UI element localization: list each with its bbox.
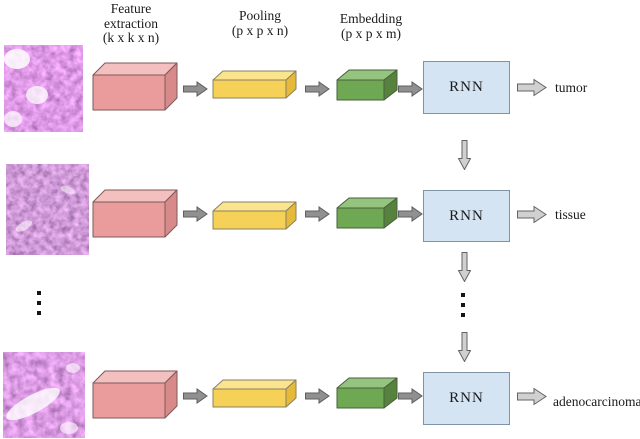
rnn-box: RNN bbox=[423, 372, 510, 425]
arrow-right-icon bbox=[305, 206, 330, 222]
arrow-right-icon bbox=[183, 388, 208, 404]
output-word: adenocarcinoma bbox=[553, 394, 640, 409]
embedding-box bbox=[336, 69, 398, 101]
pooling-header-line1: Pooling bbox=[238, 8, 281, 23]
feature-extraction-box bbox=[92, 370, 178, 419]
ellipsis-dot bbox=[461, 313, 465, 317]
feature-extraction-header: Feature extraction (k x k x n) bbox=[71, 1, 191, 46]
vertical-ellipsis bbox=[37, 291, 41, 315]
output-word: tissue bbox=[555, 207, 586, 222]
feature-extraction-box bbox=[92, 189, 178, 238]
arrow-down-icon bbox=[458, 140, 471, 170]
histology-image bbox=[6, 164, 89, 255]
arrow-right-icon bbox=[183, 81, 208, 97]
ellipsis-dot bbox=[37, 311, 41, 315]
pooling-header-dims: (p x p x n) bbox=[231, 22, 289, 38]
pooling-box bbox=[212, 201, 297, 230]
feature-extraction-header-dims: (k x k x n) bbox=[102, 30, 160, 45]
rnn-label: RNN bbox=[449, 207, 484, 224]
output-arrow-icon bbox=[517, 205, 547, 224]
embedding-header-line1: Embedding bbox=[339, 11, 403, 26]
arrow-right-icon bbox=[305, 388, 330, 404]
arrow-right-icon bbox=[183, 206, 208, 222]
output-word: tumor bbox=[555, 80, 588, 95]
arrow-right-icon bbox=[305, 81, 330, 97]
tissue-white-regions bbox=[15, 185, 76, 232]
arrow-right-icon bbox=[398, 388, 423, 404]
embedding-box bbox=[336, 197, 398, 229]
arrow-down-icon bbox=[458, 332, 471, 362]
arrow-down-icon bbox=[458, 252, 471, 282]
output-arrow-icon bbox=[517, 387, 547, 406]
ellipsis-dot bbox=[461, 293, 465, 297]
feature-extraction-box bbox=[92, 62, 178, 111]
histology-image bbox=[3, 352, 85, 438]
arrow-right-icon bbox=[398, 206, 423, 222]
output-arrow-icon bbox=[517, 78, 547, 97]
arrow-right-icon bbox=[398, 81, 423, 97]
rnn-box: RNN bbox=[423, 61, 510, 114]
pooling-box bbox=[212, 70, 297, 99]
pooling-box bbox=[212, 379, 297, 408]
ellipsis-dot bbox=[37, 301, 41, 305]
ellipsis-dot bbox=[37, 291, 41, 295]
embedding-header: Embedding (p x p x m) bbox=[311, 11, 431, 41]
tissue-white-regions bbox=[6, 363, 80, 434]
tissue-white-regions bbox=[4, 49, 48, 127]
embedding-box bbox=[336, 377, 398, 409]
rnn-box: RNN bbox=[423, 190, 510, 242]
pooling-header: Pooling (p x p x n) bbox=[200, 8, 320, 38]
rnn-label: RNN bbox=[449, 79, 484, 95]
ellipsis-dot bbox=[461, 303, 465, 307]
feature-extraction-header-line2: extraction bbox=[104, 15, 158, 31]
histology-image bbox=[4, 45, 83, 132]
feature-extraction-header-line1: Feature bbox=[110, 1, 152, 16]
rnn-label: RNN bbox=[449, 390, 484, 406]
embedding-header-dims: (p x p x m) bbox=[341, 25, 401, 41]
vertical-ellipsis bbox=[461, 293, 465, 317]
